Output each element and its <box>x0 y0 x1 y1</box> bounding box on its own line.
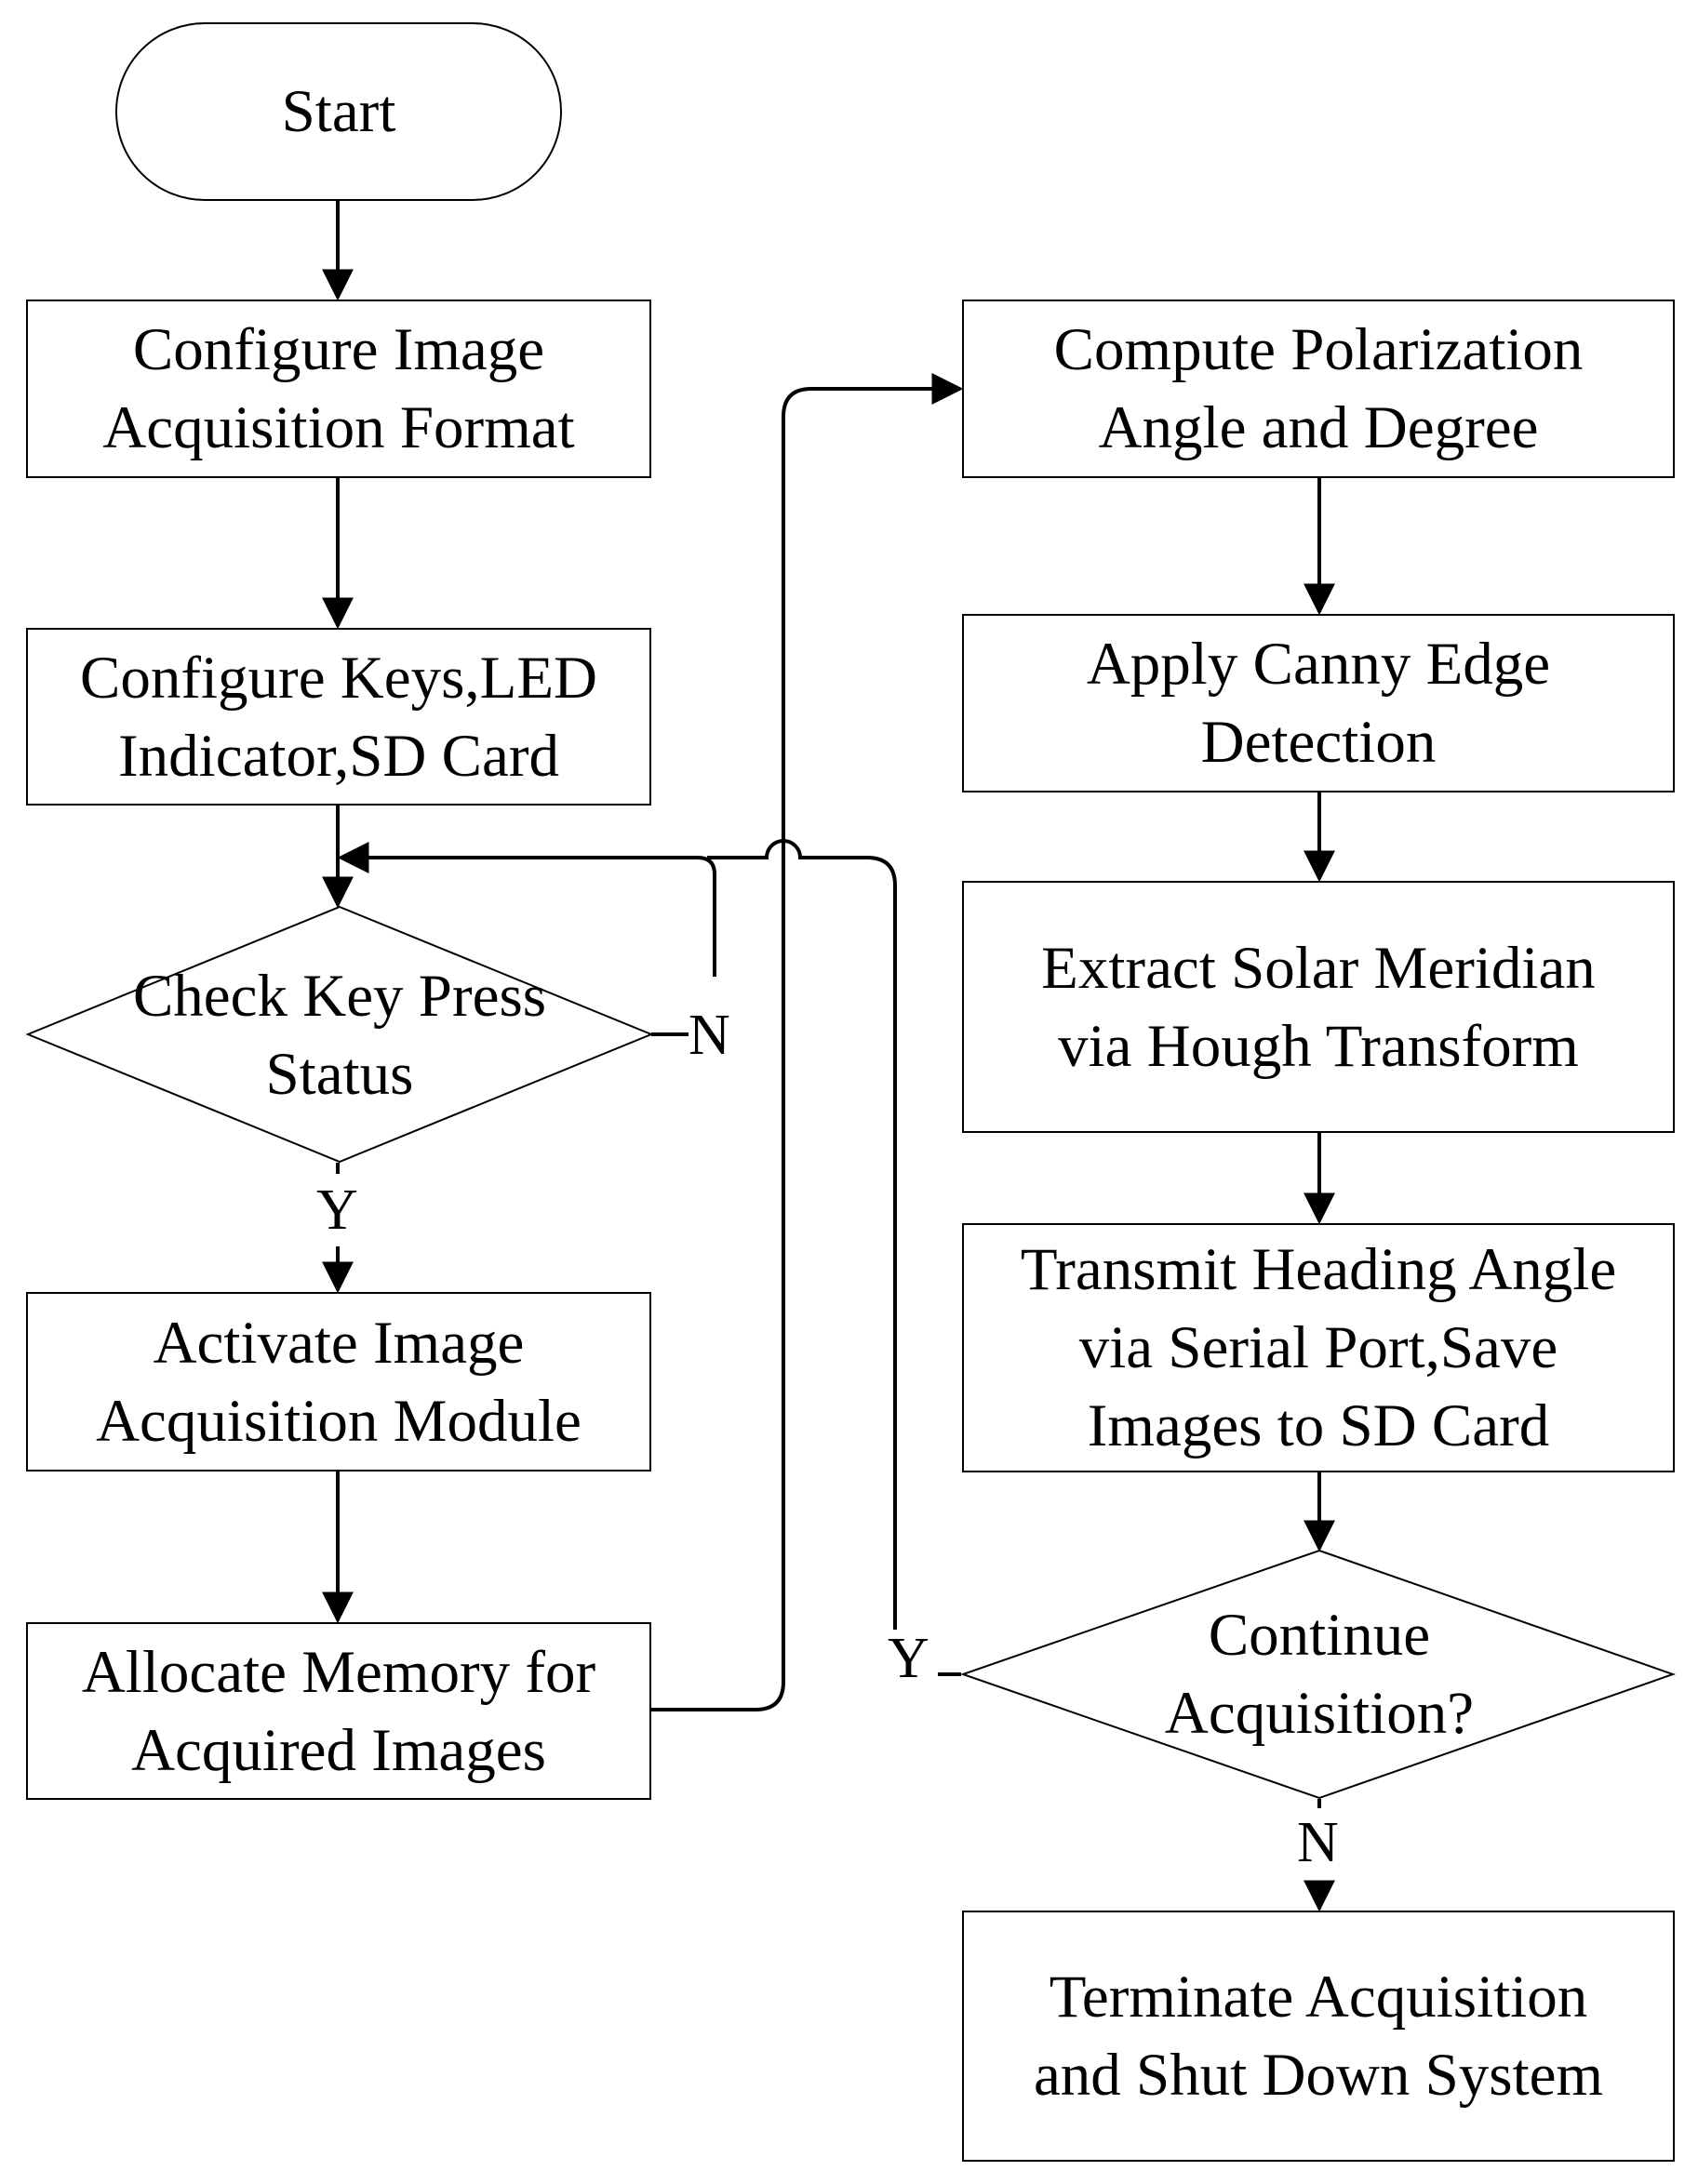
compute-polarization-line1: Compute Polarization <box>1053 316 1584 383</box>
continue-diamond <box>959 1549 1677 1800</box>
check-key-label: Check Key Press Status <box>74 953 605 1116</box>
loop-continue-yes <box>707 839 961 1676</box>
compute-polarization-box: Compute Polarization Angle and Degree <box>962 300 1675 478</box>
configure-keys-line2: Indicator,SD Card <box>118 722 559 790</box>
configure-format-line1: Configure Image <box>132 316 545 383</box>
loop-check-no <box>341 858 716 1036</box>
configure-format-line2: Acquisition Format <box>102 394 575 461</box>
check-no-label: N <box>689 1004 730 1067</box>
check-key-line2: Status <box>265 1040 414 1108</box>
terminate-box: Terminate Acquisition and Shut Down Syst… <box>962 1911 1675 2162</box>
configure-keys-box: Configure Keys,LED Indicator,SD Card <box>26 628 651 806</box>
start-label: Start <box>281 78 396 145</box>
compute-polarization-line2: Angle and Degree <box>1098 394 1539 461</box>
continue-label: Continue Acquisition? <box>1061 1592 1578 1756</box>
continue-yes-label: Y <box>888 1627 929 1690</box>
allocate-memory-box: Allocate Memory for Acquired Images <box>26 1622 651 1800</box>
check-key-line1: Check Key Press <box>132 962 547 1030</box>
transmit-box: Transmit Heading Angle via Serial Port,S… <box>962 1223 1675 1472</box>
hough-line2: via Hough Transform <box>1058 1012 1579 1080</box>
transmit-line3: Images to SD Card <box>1087 1392 1550 1459</box>
hough-line1: Extract Solar Meridian <box>1041 934 1596 1002</box>
arrow-allocate-to-compute <box>651 373 964 1711</box>
canny-line2: Detection <box>1200 709 1437 776</box>
allocate-memory-line2: Acquired Images <box>131 1716 546 1784</box>
terminate-line2: and Shut Down System <box>1033 2042 1604 2109</box>
continue-line2: Acquisition? <box>1164 1680 1475 1747</box>
check-key-diamond <box>25 905 654 1164</box>
canny-line1: Apply Canny Edge <box>1086 631 1551 698</box>
check-yes-label: Y <box>316 1179 358 1242</box>
activate-module-line2: Acquisition Module <box>96 1387 582 1455</box>
activate-module-box: Activate Image Acquisition Module <box>26 1292 651 1472</box>
allocate-memory-line1: Allocate Memory for <box>81 1638 596 1706</box>
transmit-line2: via Serial Port,Save <box>1078 1314 1558 1381</box>
activate-module-line1: Activate Image <box>153 1309 525 1377</box>
terminate-line1: Terminate Acquisition <box>1049 1964 1588 2031</box>
start-terminal: Start <box>115 22 562 201</box>
canny-box: Apply Canny Edge Detection <box>962 614 1675 792</box>
continue-no-label: N <box>1297 1811 1339 1874</box>
configure-keys-line1: Configure Keys,LED <box>80 644 597 712</box>
hough-box: Extract Solar Meridian via Hough Transfo… <box>962 881 1675 1133</box>
transmit-line1: Transmit Heading Angle <box>1020 1236 1617 1303</box>
continue-line1: Continue <box>1208 1602 1431 1669</box>
configure-format-box: Configure Image Acquisition Format <box>26 300 651 478</box>
